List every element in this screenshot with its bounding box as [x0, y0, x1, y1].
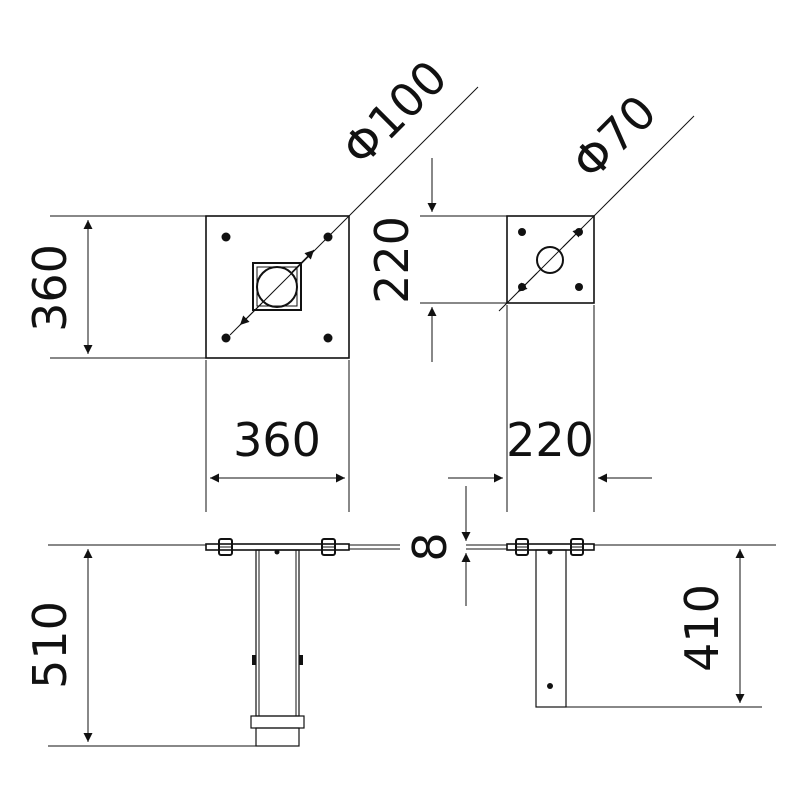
weld-mark — [274, 549, 280, 555]
bolt-hole — [221, 333, 231, 343]
dim-large-plate-height-group: 360 — [23, 215, 206, 359]
dim-small-plate-width-group: 220 — [448, 305, 652, 512]
bolt-hole — [221, 232, 231, 242]
diameter-arrow — [517, 272, 538, 293]
bolt-hole — [518, 283, 526, 291]
dim-large-plate-width: 360 — [233, 413, 321, 467]
dim-plate-thickness-group: 8 — [403, 486, 471, 606]
dim-small-post-depth: 410 — [675, 584, 729, 672]
center-hole-large — [256, 266, 298, 308]
pin-mark — [299, 655, 303, 665]
pin-mark — [252, 655, 256, 665]
large-post-side-view — [48, 538, 400, 747]
bolt-hole — [575, 228, 583, 236]
square-tube-outer — [252, 262, 302, 311]
dim-small-plate-height-group: 220 — [365, 158, 507, 362]
bolt-hole — [518, 228, 526, 236]
large-post-tube — [255, 549, 300, 717]
dim-small-plate-height: 220 — [365, 216, 419, 304]
diameter-arrow — [562, 227, 583, 248]
weld-mark — [547, 549, 553, 555]
bolt-hole — [323, 333, 333, 343]
dim-small-post-depth-group: 410 — [566, 549, 762, 708]
dim-plate-thickness: 8 — [403, 532, 457, 561]
diameter-arrow — [291, 249, 315, 273]
small-post-tube — [535, 549, 567, 708]
diameter-leader-large — [229, 86, 479, 336]
dim-large-plate-height: 360 — [23, 244, 77, 332]
dim-small-plate-width: 220 — [506, 413, 594, 467]
pin-hole — [547, 683, 553, 689]
diameter-arrow — [239, 302, 263, 326]
bolt-hole — [575, 283, 583, 291]
dim-hole-large-diameter: Φ100 — [332, 50, 458, 176]
post-spigot — [255, 727, 300, 747]
dim-large-post-depth: 510 — [23, 601, 77, 689]
small-plate-top-view: Φ70 — [498, 85, 695, 312]
large-plate-top-view: Φ100 — [205, 50, 479, 359]
post-collar — [250, 715, 305, 729]
dim-large-post-depth-group: 510 — [23, 549, 256, 747]
center-hole-small — [536, 246, 564, 274]
dim-large-plate-width-group: 360 — [205, 360, 350, 512]
dim-hole-small-diameter: Φ70 — [562, 85, 667, 190]
small-post-side-view — [466, 538, 776, 708]
